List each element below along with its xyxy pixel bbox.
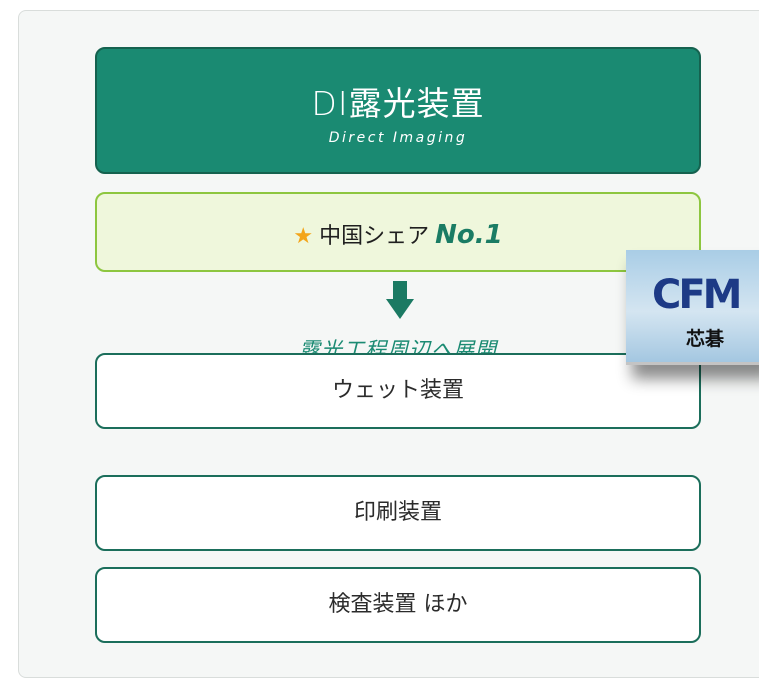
company-logo-card: CFM 芯碁 (626, 250, 759, 365)
main-product-box: DI露光装置 Direct Imaging (95, 47, 701, 174)
star-icon: ★ (293, 224, 314, 249)
market-share-highlight: No.1 (435, 220, 503, 250)
main-product-title: DI露光装置 (311, 84, 485, 123)
printing-equipment-box: 印刷装置 (95, 475, 701, 551)
company-logo: CFM 芯碁 (626, 250, 759, 362)
arrow-down-icon (386, 281, 414, 319)
printing-equipment-label: 印刷装置 (353, 500, 442, 525)
market-share-label: 中国シェア (319, 224, 430, 249)
inspection-equipment-label: 検査装置 ほか (328, 592, 468, 617)
company-logo-mark: CFM (652, 272, 743, 318)
main-product-subtitle: Direct Imaging (328, 130, 468, 146)
company-logo-text: 芯碁 (686, 328, 725, 350)
inspection-equipment-box: 検査装置 ほか (95, 567, 701, 643)
wet-equipment-box: ウェット装置 (95, 353, 701, 429)
wet-equipment-label: ウェット装置 (331, 378, 464, 403)
